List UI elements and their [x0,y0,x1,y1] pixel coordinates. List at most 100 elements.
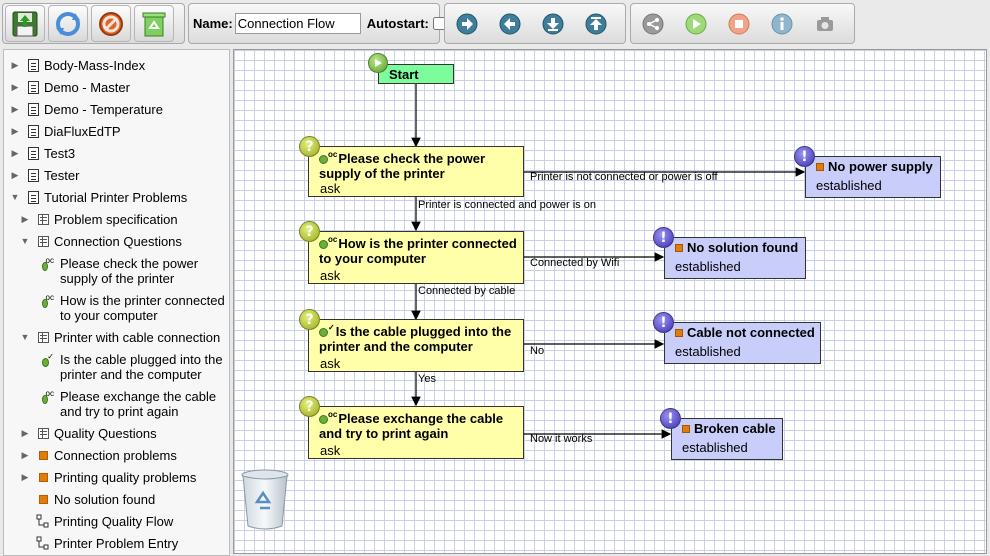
tree-item-label: Please exchange the cable and try to pri… [60,389,217,419]
flow-question-node[interactable]: ✓Is the cable plugged into the printer a… [308,319,524,372]
autostart-label: Autostart: [366,16,429,31]
flow-canvas[interactable]: Start ocPlease check the power supply of… [233,49,987,554]
tree-item-problem-specification[interactable]: ▶ Problem specification [20,212,178,232]
document-icon [26,58,40,72]
camera-icon [817,16,833,31]
arrow-left-icon [499,13,521,34]
tree-item-label: Please check the power supply of the pri… [60,256,199,286]
share-button[interactable] [633,5,673,42]
move-left-button[interactable] [490,5,530,42]
collapsed-arrow-icon[interactable]: ▶ [11,170,19,180]
trash-bin-icon[interactable] [240,468,290,535]
flow-name-input[interactable] [234,13,361,34]
snapshot-button[interactable] [805,5,845,42]
collapsed-arrow-icon[interactable]: ▶ [21,214,29,224]
flowchart-icon [36,536,50,550]
tree-item-label: Connection problems [54,448,177,463]
stop-button[interactable] [719,5,759,42]
solution-type-icon [675,329,683,337]
question-text: ocPlease check the power supply of the p… [319,150,486,181]
flow-solution-node[interactable]: No solution found established [664,237,806,279]
play-button[interactable] [676,5,716,42]
tree-item-connection-questions[interactable]: ▼ Connection Questions [20,234,182,254]
flow-solution-node[interactable]: Broken cable established [671,418,783,460]
tree-item-question-cable-plugged[interactable]: ✓ Is the cable plugged into the printer … [42,352,227,386]
tree-item-label: Printer with cable connection [54,330,221,345]
question-action: ask [320,268,341,283]
tree-item-printer-cable-connection[interactable]: ▼ Printer with cable connection [20,330,221,350]
expanded-arrow-icon[interactable]: ▼ [20,236,30,246]
tree-item-demo-temperature[interactable]: ▶ Demo - Temperature [10,102,163,122]
recycle-button[interactable] [134,5,174,42]
collapsed-arrow-icon[interactable]: ▶ [11,126,19,136]
save-button[interactable] [5,5,45,42]
edge-label[interactable]: Connected by cable [418,285,516,297]
tree-item-diafluxedtp[interactable]: ▶ DiaFluxEdTP [10,124,121,144]
collapsed-arrow-icon[interactable]: ▶ [11,82,19,92]
questionnaire-icon [36,426,50,440]
tree-item-label: Demo - Temperature [44,102,163,117]
document-icon [26,80,40,94]
collapsed-arrow-icon[interactable]: ▶ [11,148,19,158]
move-up-button[interactable] [576,5,616,42]
tree-item-label: Is the cable plugged into the printer an… [60,352,223,382]
edge-label[interactable]: Printer is not connected or power is off [530,171,718,183]
tree-item-question-connection[interactable]: oc How is the printer connected to your … [42,293,227,327]
solution-badge-icon: ! [660,408,681,429]
edge-label[interactable]: Printer is connected and power is on [418,199,596,211]
edge-label[interactable]: No [530,345,545,357]
flow-question-node[interactable]: ocHow is the printer connected to your c… [308,231,524,284]
share-icon [642,13,664,34]
tree-item-question-exchange-cable[interactable]: oc Please exchange the cable and try to … [42,389,227,423]
autostart-checkbox[interactable] [432,17,446,30]
question-text: ✓Is the cable plugged into the printer a… [319,323,512,354]
tree-item-body-mass-index[interactable]: ▶ Body-Mass-Index [10,58,146,78]
tree-item-question-power-supply[interactable]: oc Please check the power supply of the … [42,256,227,290]
collapsed-arrow-icon[interactable]: ▶ [21,428,29,438]
collapsed-arrow-icon[interactable]: ▶ [21,450,29,460]
play-icon [685,13,707,34]
flow-solution-node[interactable]: Cable not connected established [664,322,821,364]
tree-item-printer-problem-entry[interactable]: Printer Problem Entry [36,536,178,555]
edge-label[interactable]: Yes [418,373,436,385]
recycle-icon [142,12,166,36]
tree-item-test3[interactable]: ▶ Test3 [10,146,76,166]
tree-item-label: Body-Mass-Index [44,58,146,73]
move-right-button[interactable] [447,5,487,42]
tree-item-demo-master[interactable]: ▶ Demo - Master [10,80,130,100]
tree-item-printing-quality-problems[interactable]: ▶ Printing quality problems [20,470,197,490]
cancel-button[interactable] [91,5,131,42]
flow-question-node[interactable]: ocPlease exchange the cable and try to p… [308,406,524,459]
flow-start-node[interactable]: Start [378,64,454,84]
move-down-button[interactable] [533,5,573,42]
collapsed-arrow-icon[interactable]: ▶ [11,104,19,114]
collapsed-arrow-icon[interactable]: ▶ [21,472,29,482]
tree-item-label: Printing quality problems [54,470,197,485]
edge-label[interactable]: Connected by Wifi [530,257,620,269]
document-icon [26,124,40,138]
question-text: ocPlease exchange the cable and try to p… [319,410,504,441]
solution-state: established [816,178,882,193]
tree-item-no-solution-found[interactable]: No solution found [36,492,155,512]
tools-toolbar-group [630,3,855,44]
tree-item-connection-problems[interactable]: ▶ Connection problems [20,448,177,468]
tree-item-quality-questions[interactable]: ▶ Quality Questions [20,426,157,446]
name-label: Name: [193,16,233,31]
expanded-arrow-icon[interactable]: ▼ [10,192,20,202]
expanded-arrow-icon[interactable]: ▼ [20,332,30,342]
info-button[interactable] [762,5,802,42]
tree-item-printing-quality-flow[interactable]: Printing Quality Flow [36,514,173,534]
question-text: ocHow is the printer connected to your c… [319,235,517,266]
tree-item-tester[interactable]: ▶ Tester [10,168,80,188]
collapsed-arrow-icon[interactable]: ▶ [11,60,19,70]
edge-label[interactable]: Now it works [530,433,593,445]
flow-question-node[interactable]: ocPlease check the power supply of the p… [308,146,524,197]
refresh-button[interactable] [48,5,88,42]
question-type-icon [319,415,328,424]
flow-solution-node[interactable]: No power supply established [805,156,941,198]
question-action: ask [320,181,341,196]
question-action: ask [320,356,341,371]
solution-type-icon [682,425,690,433]
tree-item-tutorial-printer-problems[interactable]: ▼ Tutorial Printer Problems [10,190,188,210]
question-badge-icon: ? [299,396,320,417]
